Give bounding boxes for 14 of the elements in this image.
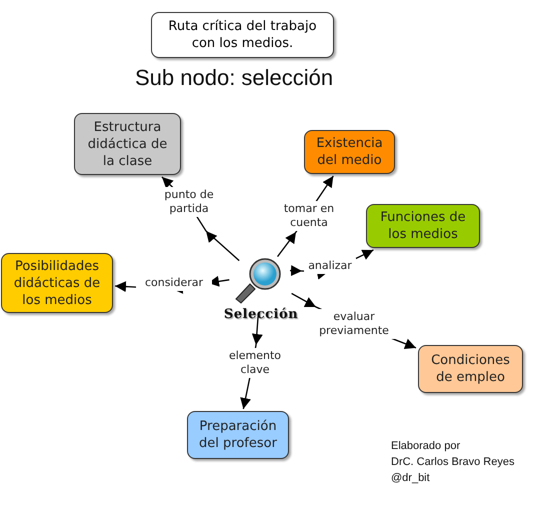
node-title: Selección xyxy=(222,307,300,322)
subtitle: Sub nodo: selección xyxy=(135,65,334,91)
credit-text: @dr_bit xyxy=(391,472,430,484)
edge-label: considerar xyxy=(136,275,212,291)
concept-box: Posibilidades didácticas de los medios xyxy=(1,253,113,313)
credit-text: Elaborado por xyxy=(391,440,460,452)
concept-box: Condiciones de empleo xyxy=(418,345,523,393)
concept-box: Preparación del profesor xyxy=(187,411,289,459)
concept-box: Ruta crítica del trabajo con los medios. xyxy=(151,12,334,58)
concept-box: Estructura didáctica de la clase xyxy=(74,113,181,175)
concept-box: Funciones de los medios xyxy=(366,204,480,248)
concept-box: Existencia del medio xyxy=(304,130,395,174)
credit-text: DrC. Carlos Bravo Reyes xyxy=(391,456,514,468)
edge-label: analizar xyxy=(304,258,356,274)
